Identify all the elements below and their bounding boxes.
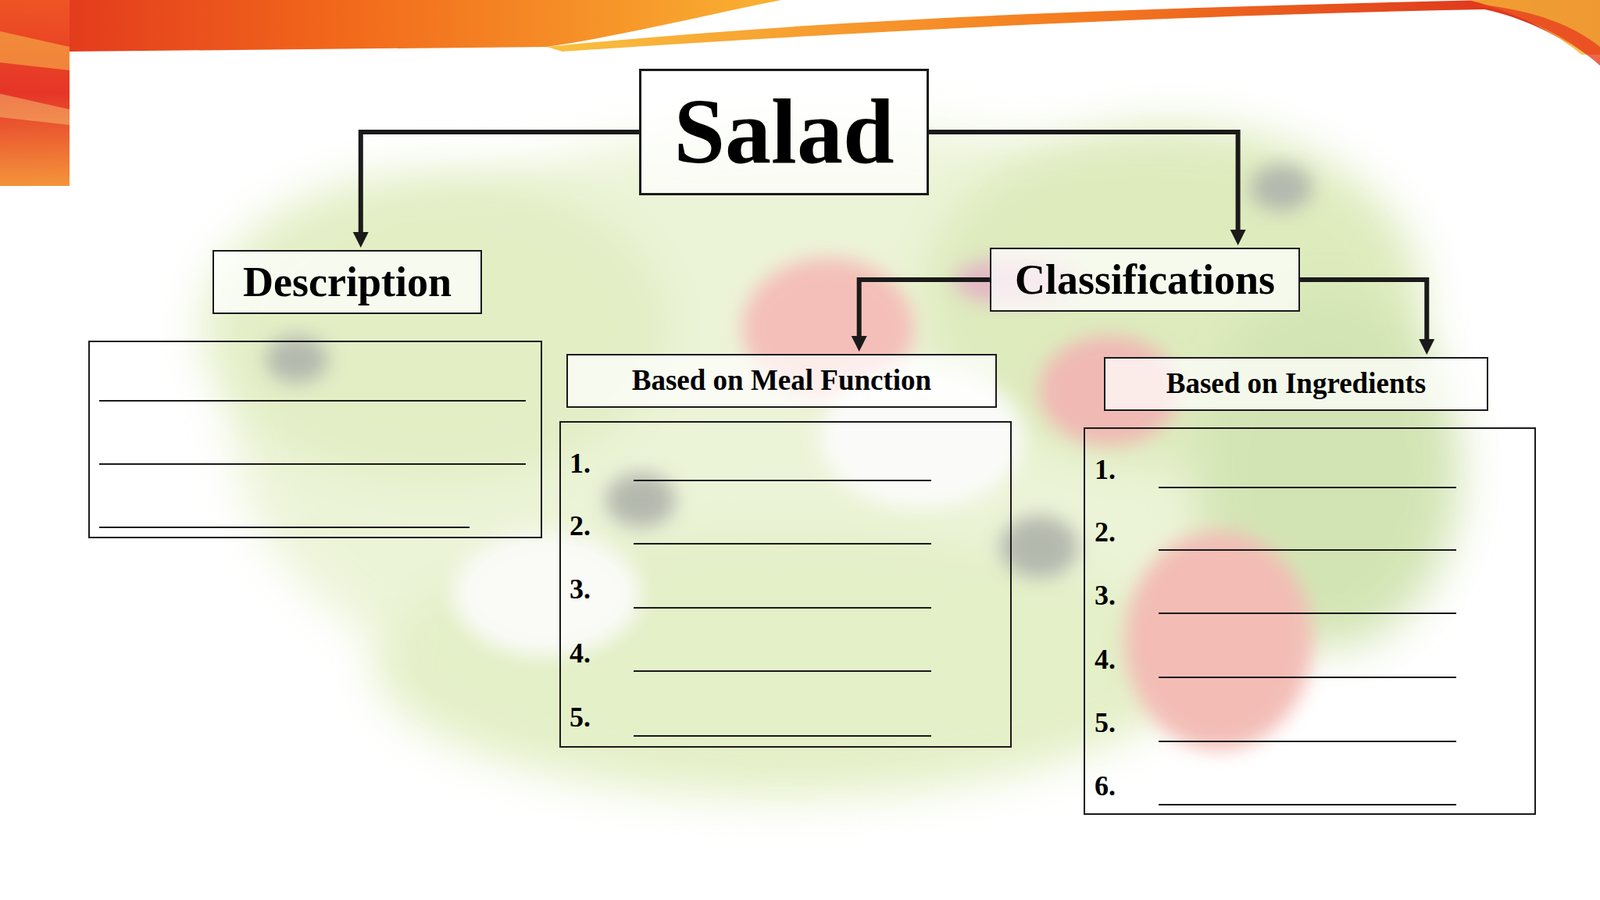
cheese-piece xyxy=(453,531,641,657)
band-stripe xyxy=(0,93,70,125)
list-number: 1. xyxy=(1094,453,1116,487)
answer-line xyxy=(1158,549,1457,551)
list-number: 2. xyxy=(1094,515,1116,550)
answer-line xyxy=(1158,803,1457,806)
list-number: 4. xyxy=(569,636,591,671)
olive xyxy=(1000,515,1079,579)
answer-line xyxy=(633,670,932,672)
olive xyxy=(265,335,329,383)
node-title: Salad xyxy=(673,78,894,186)
answer-lines xyxy=(633,480,1457,805)
branch-box: Classifications xyxy=(989,247,1300,312)
list-number: 3. xyxy=(1094,578,1116,613)
category-box: Based on Meal Function xyxy=(566,353,997,408)
description-answer-box xyxy=(89,341,542,538)
answer-line xyxy=(1158,676,1457,679)
list-number: 5. xyxy=(1094,706,1116,740)
tomato-slice xyxy=(1125,531,1313,750)
answer-line xyxy=(633,479,932,482)
answer-line xyxy=(99,526,470,529)
list-box: 1. 2. 3. 4. 5. xyxy=(559,421,1012,748)
branch-box: Description xyxy=(212,250,483,315)
answer-line xyxy=(99,400,526,402)
node-title: Based on Ingredients xyxy=(1166,367,1426,401)
answer-line xyxy=(633,735,932,737)
branch-arrow xyxy=(859,279,990,344)
corner-swoosh xyxy=(1468,3,1600,66)
olive xyxy=(1250,164,1313,211)
salad-illustration xyxy=(203,125,1461,797)
list-number: 5. xyxy=(569,700,591,735)
category-box: Based on Ingredients xyxy=(1103,357,1489,411)
slide-panel xyxy=(69,54,1600,900)
answer-line xyxy=(633,607,932,609)
answer-line xyxy=(1158,740,1457,743)
node-title: Based on Meal Function xyxy=(632,364,932,398)
list-box: 1. 2. 3. 4. 5. 6. xyxy=(1083,427,1536,815)
left-band xyxy=(0,0,70,186)
band-stripe xyxy=(0,31,70,71)
answer-line xyxy=(99,463,526,465)
list-number: 1. xyxy=(569,446,591,481)
answer-line xyxy=(1158,486,1457,489)
right-swoosh xyxy=(546,0,1600,63)
list-number: 2. xyxy=(569,509,591,543)
answer-box xyxy=(89,341,542,538)
list-number: 3. xyxy=(569,572,591,607)
branch-arrow xyxy=(1300,279,1427,347)
list-number: 6. xyxy=(1094,769,1116,804)
lettuce-leaf xyxy=(375,531,1188,797)
node-title: Classifications xyxy=(1014,255,1275,304)
root-box: Salad xyxy=(639,68,929,196)
list-number: 4. xyxy=(1094,642,1116,677)
lettuce-leaf xyxy=(203,171,672,485)
answer-line xyxy=(1158,612,1457,615)
branch-arrow xyxy=(360,132,640,240)
answer-line xyxy=(633,542,932,545)
branch-arrow xyxy=(928,132,1239,238)
node-title: Description xyxy=(242,257,452,307)
